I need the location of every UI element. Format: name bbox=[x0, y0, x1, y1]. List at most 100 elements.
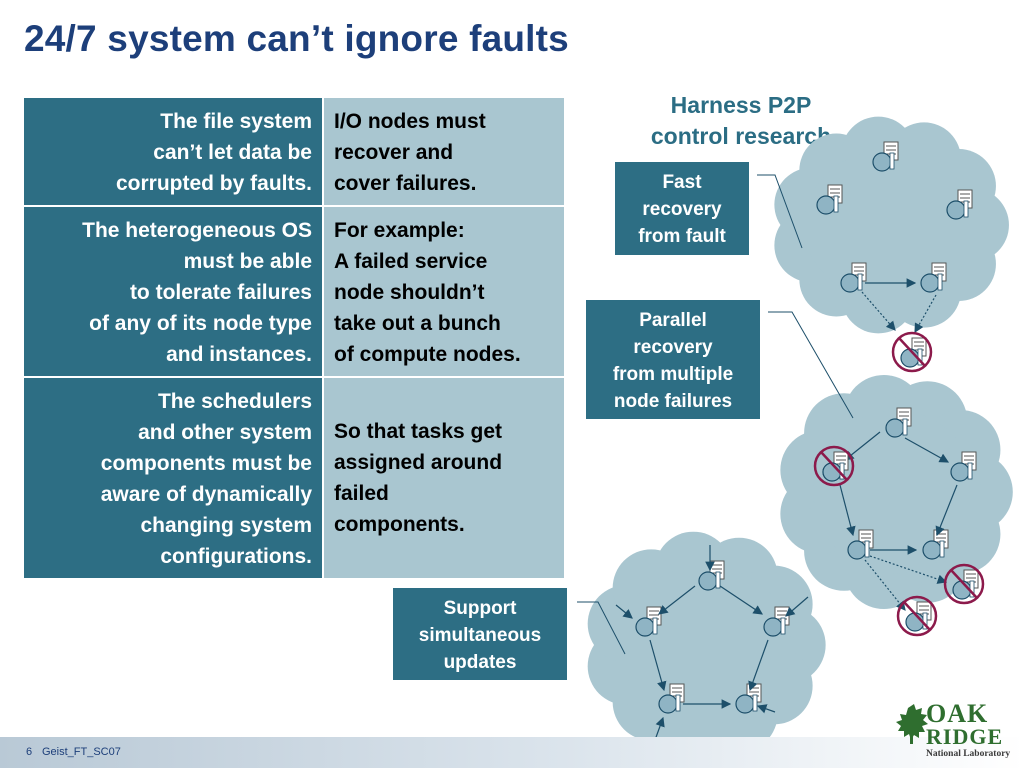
requirement-cell: The file system can’t let data be corrupte… bbox=[24, 98, 324, 207]
fail-slash-icon bbox=[898, 337, 926, 367]
page-title: 24/7 system can’t ignore faults bbox=[24, 18, 569, 59]
callout-line: Support bbox=[443, 598, 517, 619]
callout-line: Fast bbox=[662, 172, 702, 193]
cell-line: components must be bbox=[100, 452, 312, 475]
callout-fast-recovery: Fast recovery from fault bbox=[615, 162, 749, 255]
fail-circle-icon bbox=[943, 563, 985, 605]
cell-line: of compute nodes. bbox=[334, 343, 521, 366]
page-number: 6 bbox=[26, 746, 33, 758]
footer-bar: 6 Geist_FT_SC07 bbox=[0, 737, 1024, 768]
node-bar bbox=[752, 694, 758, 712]
node-sphere-icon bbox=[847, 540, 867, 560]
consequence-cell: For example: A failed service node shouldn… bbox=[323, 206, 566, 378]
connection-arrow bbox=[719, 585, 763, 615]
connection-arrow bbox=[839, 484, 856, 537]
cell-line: The schedulers bbox=[157, 390, 312, 413]
connection-arrow bbox=[785, 596, 809, 617]
cell-line: and instances. bbox=[166, 343, 312, 366]
cell-line: The file system bbox=[160, 110, 312, 133]
ornl-logo: OAK RIDGE National Laboratory bbox=[926, 699, 1011, 760]
node-sphere-icon bbox=[950, 462, 970, 482]
node-sphere-icon bbox=[635, 617, 655, 637]
cell-line: cover failures. bbox=[334, 172, 477, 195]
node-bar bbox=[967, 462, 973, 480]
node-sphere-icon bbox=[698, 571, 718, 591]
node-sphere-icon bbox=[816, 195, 836, 215]
logo-ridge: RIDGE bbox=[926, 724, 1004, 749]
node-sphere-icon bbox=[735, 694, 755, 714]
cell-line: corrupted by faults. bbox=[115, 172, 312, 195]
fail-circle-icon bbox=[813, 445, 855, 487]
cell-line: recover and bbox=[334, 141, 454, 164]
fail-slash-icon bbox=[903, 601, 931, 631]
connection-arrow bbox=[658, 585, 696, 615]
callout-line: updates bbox=[443, 652, 517, 673]
node-sphere-icon bbox=[885, 418, 905, 438]
connection-arrow bbox=[904, 437, 950, 463]
cell-line: and other system bbox=[138, 421, 312, 444]
connection-arrow bbox=[748, 639, 769, 692]
node-bar bbox=[652, 617, 658, 635]
consequence-cell: So that tasks get assigned around failed co… bbox=[323, 377, 566, 580]
node-sphere-icon bbox=[658, 694, 678, 714]
cell-line: node shouldn’t bbox=[334, 281, 485, 304]
cell-line: assigned around bbox=[334, 451, 503, 474]
cell-line: For example: bbox=[334, 219, 465, 242]
cell-line: A failed service bbox=[334, 250, 488, 273]
cell-line: The heterogeneous OS bbox=[82, 219, 312, 242]
callout-leader-line bbox=[768, 311, 854, 419]
cell-line: failed bbox=[334, 482, 389, 505]
requirements-table: The file system can’t let data be corrupte… bbox=[24, 98, 566, 580]
table-row: The heterogeneous OS must be able to toler… bbox=[24, 206, 566, 378]
node-sphere-icon bbox=[840, 273, 860, 293]
cell-line: So that tasks get bbox=[334, 420, 503, 443]
callout-line: simultaneous bbox=[418, 625, 542, 646]
node-sphere-icon bbox=[920, 273, 940, 293]
connection-arrow bbox=[864, 559, 906, 611]
callout-line: from fault bbox=[638, 226, 726, 247]
cloud-body bbox=[804, 149, 976, 301]
node-bar bbox=[857, 273, 863, 291]
callout-line: from multiple bbox=[612, 364, 734, 385]
node-bar bbox=[937, 273, 943, 291]
cell-line: I/O nodes must bbox=[334, 110, 486, 133]
node-sphere-icon bbox=[872, 152, 892, 172]
cell-line: must be able bbox=[183, 250, 312, 273]
callout-leader-line bbox=[577, 601, 626, 655]
fail-circle-icon bbox=[891, 331, 933, 373]
node-bar bbox=[864, 540, 870, 558]
consequence-cell: I/O nodes must recover and cover failures. bbox=[323, 98, 566, 207]
cell-line: changing system bbox=[140, 514, 312, 537]
cell-line: configurations. bbox=[160, 545, 312, 568]
callout-parallel-recovery: Parallel recovery from multiple node fai… bbox=[586, 300, 760, 419]
fail-slash-icon bbox=[950, 569, 978, 599]
node-sphere-icon bbox=[946, 200, 966, 220]
cell-line: components. bbox=[334, 513, 465, 536]
fail-circle-icon bbox=[896, 595, 938, 637]
node-bar bbox=[780, 617, 786, 635]
callout-simultaneous-updates: Support simultaneous updates bbox=[393, 588, 567, 680]
connection-arrow bbox=[869, 555, 948, 584]
connection-arrow bbox=[861, 291, 896, 331]
callout-leader-line bbox=[757, 174, 803, 249]
node-bar bbox=[939, 540, 945, 558]
node-bar bbox=[715, 571, 721, 589]
callout-line: recovery bbox=[633, 337, 713, 358]
cell-line: to tolerate failures bbox=[129, 281, 312, 304]
cell-line: of any of its node type bbox=[89, 312, 312, 335]
node-bar bbox=[675, 694, 681, 712]
logo-oak: OAK bbox=[926, 699, 989, 728]
cell-line: can’t let data be bbox=[153, 141, 312, 164]
connection-arrow bbox=[615, 604, 633, 619]
connection-arrow bbox=[654, 716, 665, 741]
logo-national-laboratory: National Laboratory bbox=[926, 749, 1011, 759]
requirement-cell: The schedulers and other system components… bbox=[24, 377, 324, 580]
callout-line: node failures bbox=[613, 391, 733, 412]
node-bar bbox=[833, 195, 839, 213]
cell-line: take out a bunch bbox=[334, 312, 501, 335]
harness-subtitle: Harness P2P control research bbox=[610, 90, 872, 152]
subtitle-line: Harness P2P bbox=[670, 92, 812, 118]
footer-label: Geist_FT_SC07 bbox=[42, 746, 121, 758]
table-row: The file system can’t let data be corrupte… bbox=[24, 98, 566, 207]
subtitle-line: control research bbox=[650, 123, 832, 149]
